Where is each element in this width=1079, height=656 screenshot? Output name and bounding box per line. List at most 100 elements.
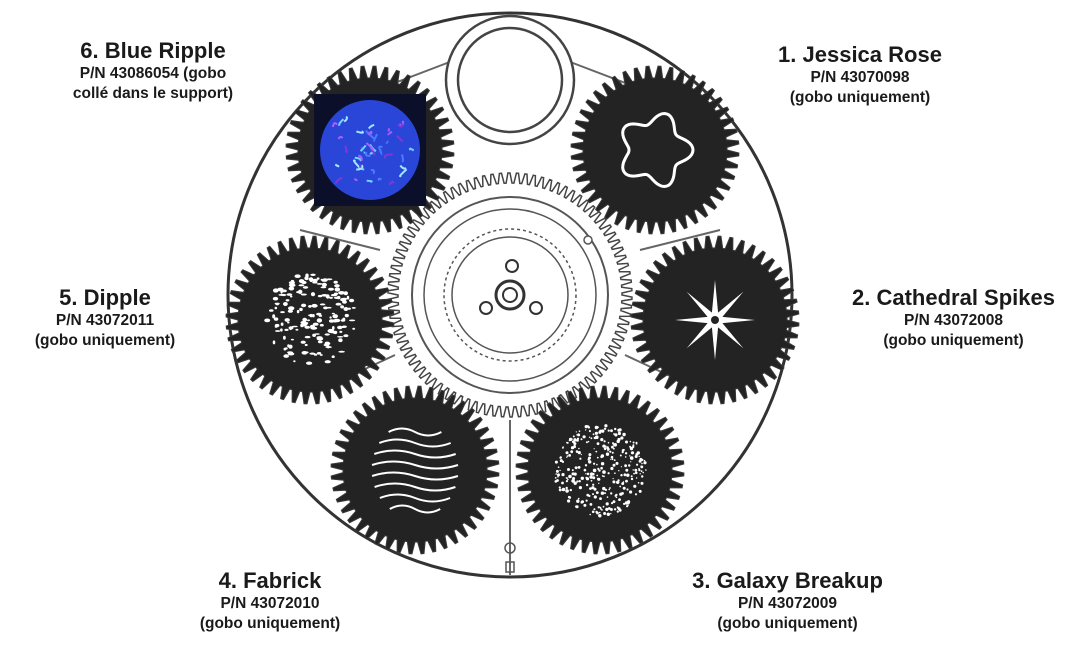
speckle-dot	[585, 483, 589, 487]
speckle-dot	[571, 469, 574, 472]
speckle-dot	[618, 428, 622, 432]
speckle-dot	[588, 436, 591, 438]
speckle-dot	[592, 493, 594, 496]
speckle-dot	[556, 479, 559, 482]
dapple-dot	[310, 273, 316, 276]
speckle-dot	[617, 437, 621, 442]
ripple-streak	[401, 154, 404, 163]
ripple-streak	[331, 122, 338, 128]
gobo-pattern-star-spikes	[675, 280, 755, 360]
dapple-dot	[280, 311, 285, 314]
speckle-dot	[638, 489, 642, 493]
dapple-dot	[312, 333, 316, 337]
speckle-dot	[619, 485, 622, 488]
ripple-streak	[344, 145, 348, 153]
dapple-dot	[341, 325, 347, 328]
ripple-streak	[334, 177, 343, 185]
speckle-dot	[561, 487, 566, 492]
dapple-dot	[301, 280, 307, 285]
dapple-dot	[326, 306, 332, 309]
dapple-dot	[308, 277, 314, 282]
speckle-dot	[578, 447, 580, 450]
speckle-dot	[576, 437, 580, 440]
speckle-dot	[632, 444, 635, 447]
ripple-streak	[399, 164, 407, 170]
ripple-streak	[359, 144, 367, 152]
speckle-dot	[598, 511, 601, 514]
dapple-dot	[330, 330, 335, 334]
speckle-dot	[568, 474, 572, 479]
dapple-dot	[272, 340, 276, 345]
speckle-dot	[622, 481, 625, 483]
gobo-part-number: P/N 43070098	[810, 69, 910, 86]
label-gobo-1: 1. Jessica Rose P/N 43070098 (gobo uniqu…	[745, 42, 975, 108]
gobo-title: 2. Cathedral Spikes	[852, 285, 1055, 310]
dapple-dot	[349, 319, 356, 322]
speckle-dot	[591, 486, 595, 490]
speckle-dot	[596, 456, 599, 459]
speckle-dot	[632, 469, 634, 471]
speckle-dot	[641, 475, 644, 478]
speckle-dot	[566, 455, 569, 457]
label-gobo-3: 3. Galaxy Breakup P/N 43072009 (gobo uni…	[670, 568, 905, 634]
speckle-dot	[624, 456, 627, 458]
speckle-dot	[600, 462, 605, 466]
dapple-dot	[273, 317, 279, 321]
dapple-dot	[344, 313, 349, 318]
gobo-pattern-dappled-dots	[264, 273, 356, 365]
speckle-dot	[580, 438, 583, 441]
speckle-dot	[611, 451, 614, 454]
speckle-dot	[616, 506, 619, 509]
speckle-dot	[607, 447, 610, 451]
speckle-dot	[630, 451, 635, 455]
dapple-dot	[302, 317, 308, 322]
speckle-dot	[599, 497, 602, 500]
dapple-dot	[324, 341, 331, 346]
speckle-dot	[558, 488, 562, 492]
speckle-dot	[638, 455, 640, 458]
dapple-dot	[309, 352, 316, 355]
dapple-dot	[316, 336, 323, 339]
dapple-dot	[342, 300, 347, 304]
speckle-dot	[573, 472, 577, 476]
speckle-dot	[568, 439, 571, 442]
ripple-streak	[378, 145, 383, 152]
speckle-dot	[624, 464, 627, 468]
dapple-dot	[337, 336, 344, 338]
speckle-dot	[580, 453, 582, 456]
speckle-dot	[561, 473, 565, 477]
gobo-title: 3. Galaxy Breakup	[692, 568, 883, 593]
dapple-dot	[332, 314, 339, 319]
speckle-dot	[587, 426, 591, 429]
speckle-dot	[621, 492, 624, 495]
speckle-dot	[641, 458, 644, 462]
dapple-dot	[290, 338, 294, 341]
speckle-dot	[610, 466, 614, 471]
gobo-3-gear	[515, 385, 685, 555]
speckle-dot	[609, 508, 613, 511]
speckle-dot	[626, 505, 629, 508]
speckle-dot	[596, 463, 598, 466]
gobo-title: 1. Jessica Rose	[778, 42, 942, 67]
speckle-dot	[615, 461, 619, 465]
ripple-streak	[377, 177, 382, 182]
speckle-dot	[614, 472, 616, 475]
speckle-dot	[620, 436, 624, 440]
speckle-dot	[628, 464, 631, 467]
speckle-dot	[587, 440, 590, 443]
speckle-dot	[589, 513, 591, 516]
dapple-dot	[352, 327, 356, 330]
speckle-dot	[561, 460, 565, 463]
hub-bolt-top	[505, 259, 519, 273]
speckle-dot	[594, 436, 597, 440]
dapple-dot	[286, 293, 293, 296]
speckle-dot	[629, 446, 634, 451]
speckle-dot	[605, 507, 609, 511]
dapple-dot	[324, 360, 331, 364]
hub-bolt-right	[529, 301, 543, 315]
dapple-dot	[312, 314, 315, 318]
speckle-dot	[577, 499, 580, 502]
speckle-dot	[602, 470, 606, 474]
dapple-dot	[319, 303, 326, 306]
speckle-dot	[633, 484, 637, 488]
